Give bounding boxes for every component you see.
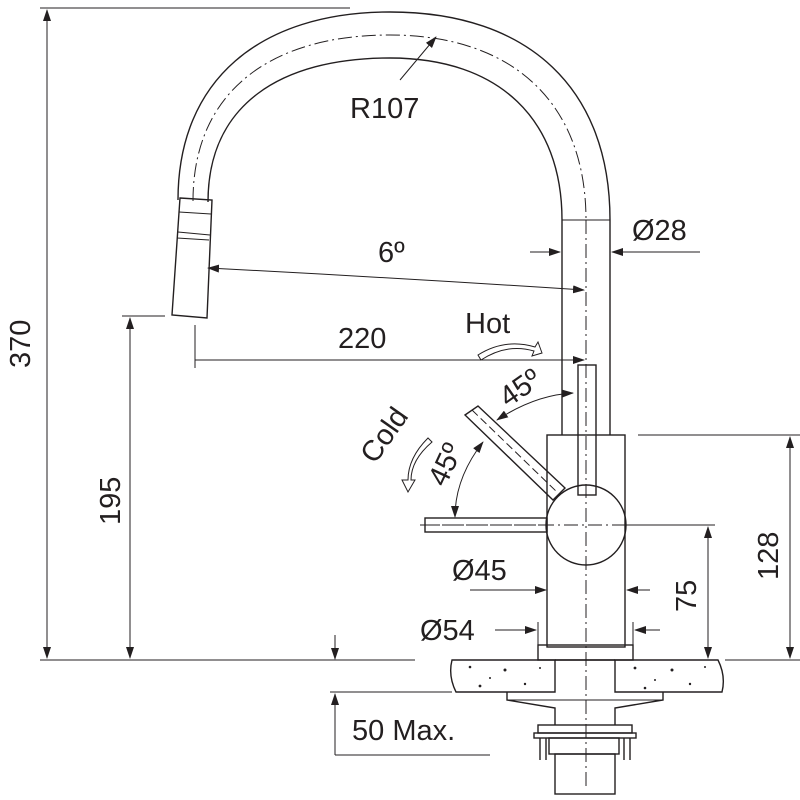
reach-label: 220 bbox=[338, 323, 386, 355]
spray-head bbox=[171, 197, 213, 319]
spout bbox=[177, 11, 611, 790]
spout-angle-label: 6º bbox=[378, 237, 405, 269]
hot-label: Hot bbox=[465, 308, 510, 340]
body-height-label: 128 bbox=[753, 532, 785, 580]
base-diameter-label: Ø54 bbox=[420, 615, 475, 647]
pipe-diameter-label: Ø28 bbox=[632, 215, 687, 247]
cold-label: Cold bbox=[355, 402, 415, 469]
body-diameter-label: Ø45 bbox=[452, 555, 507, 587]
hot-angle-label: 45º bbox=[494, 363, 548, 414]
lever-height-label: 75 bbox=[671, 580, 703, 612]
total-height-label: 370 bbox=[5, 320, 37, 368]
counter-thickness-label: 50 Max. bbox=[352, 715, 455, 747]
cold-angle-label: 45º bbox=[422, 438, 469, 491]
dimension-lines bbox=[40, 7, 800, 756]
spout-height-label: 195 bbox=[95, 477, 127, 525]
radius-label: R107 bbox=[350, 93, 419, 125]
countertop bbox=[449, 659, 725, 795]
